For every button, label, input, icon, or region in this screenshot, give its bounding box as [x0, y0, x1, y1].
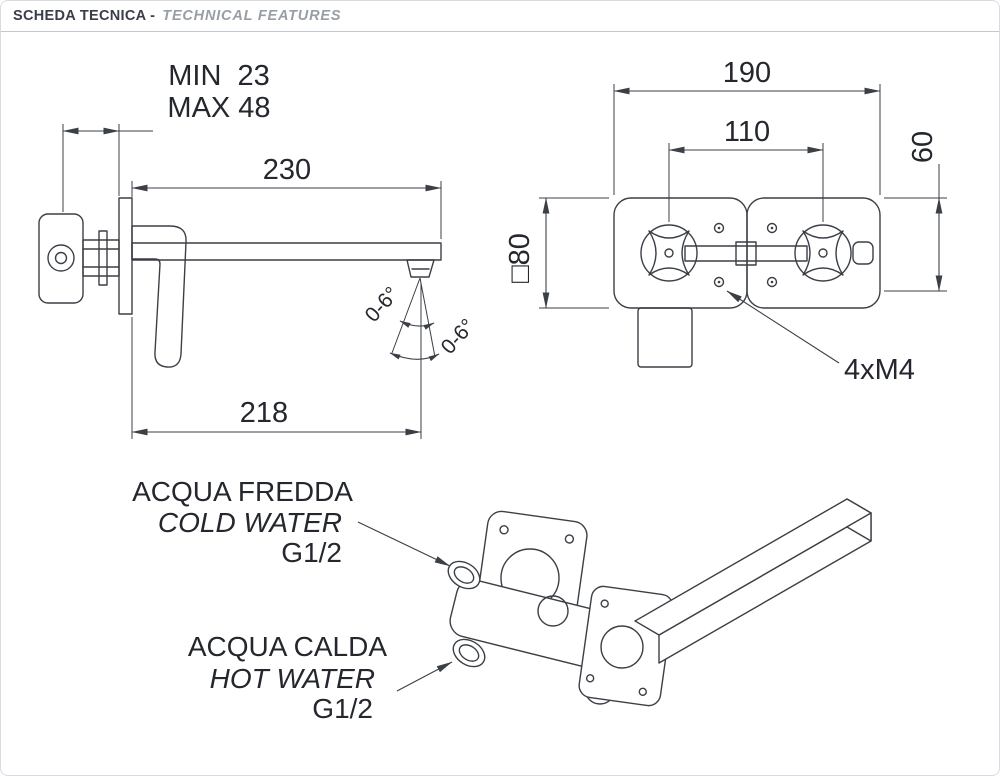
spout-front [637, 307, 693, 368]
cold-water-thread: G1/2 [281, 537, 342, 568]
front-view: 190 110 60 □80 [504, 57, 947, 386]
left-handle [640, 224, 698, 282]
side-view: MIN 23 MAX 48 230 218 [38, 60, 480, 439]
installation-view: ACQUA FREDDA COLD WATER G1/2 ACQUA CALDA… [132, 476, 872, 724]
header-title-italian: SCHEDA TECNICA - [13, 8, 156, 24]
dim-plate-size: □80 [504, 233, 536, 283]
dim-total-projection: 218 [240, 397, 288, 429]
dim-handle-centers: 110 [724, 116, 770, 148]
installation-art [447, 498, 872, 707]
right-escutcheon-plate [746, 197, 881, 309]
hot-water-thread: G1/2 [312, 693, 373, 724]
swivel-angle-upper-label: 0-6° [361, 283, 404, 327]
installation-labels: ACQUA FREDDA COLD WATER G1/2 ACQUA CALDA… [132, 476, 453, 724]
aerator [406, 259, 435, 278]
screws-leader-arrow [726, 290, 840, 364]
dim-wall-depth-min: MIN 23 [168, 60, 270, 92]
swivel-arc-upper [399, 320, 435, 330]
hot-water-inlet [452, 638, 486, 668]
side-view-dimensions: MIN 23 MAX 48 230 218 [62, 60, 480, 439]
spout-3d [634, 498, 872, 664]
header-title-english: TECHNICAL FEATURES [162, 8, 342, 24]
wall-plate-side [118, 197, 133, 315]
right-handle [794, 224, 874, 282]
spout-side [131, 242, 442, 261]
cold-water-label-it: ACQUA FREDDA [132, 476, 353, 507]
dim-spout-reach: 230 [263, 154, 311, 186]
swivel-angle-lower-label: 0-6° [437, 315, 480, 359]
hot-water-label-en: HOT WATER [210, 663, 375, 694]
cold-water-label-en: COLD WATER [158, 507, 342, 538]
front-view-dimensions: 190 110 60 □80 [504, 57, 947, 386]
hot-water-arrow [396, 661, 453, 692]
dim-wall-depth-max: MAX 48 [167, 92, 270, 124]
dim-overall-width: 190 [723, 57, 771, 89]
cold-water-arrow [357, 521, 451, 567]
dim-side-height: 60 [907, 131, 939, 163]
screws-label: 4xM4 [844, 354, 915, 386]
sheet-header: SCHEDA TECNICA - TECHNICAL FEATURES [1, 1, 999, 32]
lever-handle-side [131, 225, 187, 368]
side-view-faucet-art [38, 197, 442, 368]
hot-water-label-it: ACQUA CALDA [188, 631, 387, 662]
m4-screw-holes [713, 222, 778, 288]
front-view-art [613, 197, 881, 368]
swivel-arc-lower [389, 352, 440, 362]
